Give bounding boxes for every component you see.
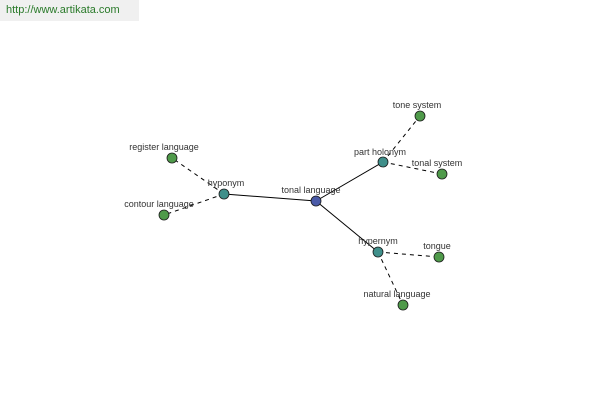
label-register-language[interactable]: register language xyxy=(129,142,199,152)
node-tonal-language[interactable] xyxy=(310,195,322,207)
node-hyponym[interactable] xyxy=(218,188,230,200)
edge-hyponym-to-register-language xyxy=(171,157,225,195)
node-register-language[interactable] xyxy=(166,152,178,164)
labels-layer: tonal language hyponym part holonym hyperny… xyxy=(124,100,462,299)
node-contour-language[interactable] xyxy=(158,209,170,221)
site-url-link[interactable]: http://www.artikata.com xyxy=(0,0,139,21)
node-natural-language[interactable] xyxy=(397,299,409,311)
edge-hypernym-to-natural-language xyxy=(377,251,404,306)
edge-part-holonym-to-tone-system xyxy=(382,115,421,163)
label-tonal-language[interactable]: tonal language xyxy=(281,185,340,195)
label-tonal-system[interactable]: tonal system xyxy=(412,158,463,168)
node-part-holonym[interactable] xyxy=(377,156,389,168)
node-tone-system[interactable] xyxy=(414,110,426,122)
label-hypernym[interactable]: hypernym xyxy=(358,236,398,246)
label-tongue[interactable]: tongue xyxy=(423,241,451,251)
edges-layer xyxy=(163,115,443,306)
node-hypernym[interactable] xyxy=(372,246,384,258)
edge-tonal-language-to-hypernym xyxy=(315,200,379,253)
edge-hypernym-to-tongue xyxy=(377,251,440,258)
label-natural-language[interactable]: natural language xyxy=(363,289,430,299)
edge-hyponym-to-contour-language xyxy=(163,193,225,216)
label-part-holonym[interactable]: part holonym xyxy=(354,147,406,157)
nodes-layer xyxy=(158,110,448,311)
edge-tonal-language-to-hyponym xyxy=(223,193,317,202)
edge-tonal-language-to-part-holonym xyxy=(315,161,384,202)
label-hyponym[interactable]: hyponym xyxy=(208,178,245,188)
label-contour-language[interactable]: contour language xyxy=(124,199,194,209)
node-tonal-system[interactable] xyxy=(436,168,448,180)
edge-part-holonym-to-tonal-system xyxy=(382,161,443,175)
node-tongue[interactable] xyxy=(433,251,445,263)
label-tone-system[interactable]: tone system xyxy=(393,100,442,110)
